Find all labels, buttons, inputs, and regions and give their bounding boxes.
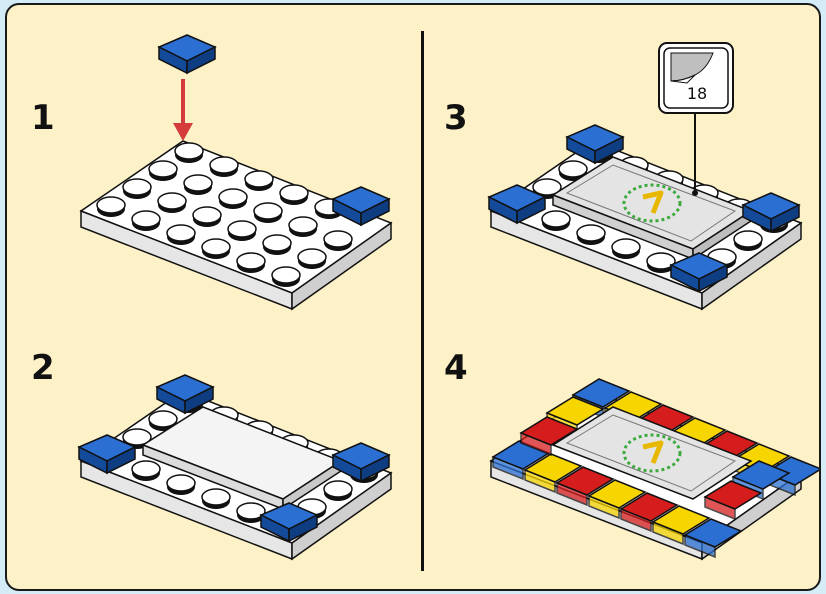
instruction-panel: 1 2 3 4	[5, 3, 821, 591]
stud	[245, 171, 273, 191]
stud	[175, 143, 203, 163]
stud	[149, 161, 177, 181]
stud	[324, 231, 352, 251]
stud	[734, 231, 762, 251]
stud	[132, 211, 160, 231]
stud	[167, 475, 195, 495]
stud	[289, 217, 317, 237]
stud	[280, 185, 308, 205]
stud	[202, 489, 230, 509]
stud	[542, 211, 570, 231]
step1-assembly	[81, 35, 391, 309]
stud	[612, 239, 640, 259]
stud	[577, 225, 605, 245]
stud	[254, 203, 282, 223]
stud	[202, 239, 230, 259]
stud	[210, 157, 238, 177]
stud	[263, 235, 291, 255]
stud	[123, 179, 151, 199]
stud	[298, 249, 326, 269]
stud	[184, 175, 212, 195]
step4-assembly	[491, 379, 821, 559]
stud	[237, 253, 265, 273]
stud	[132, 461, 160, 481]
sticker-callout-label: 18	[687, 84, 707, 103]
step2-assembly	[79, 375, 391, 559]
stud	[219, 189, 247, 209]
step1-arrow	[173, 123, 193, 141]
sticker-callout-box: 18	[659, 43, 733, 113]
stud	[272, 267, 300, 287]
step3-assembly: 18	[489, 43, 801, 309]
stud	[167, 225, 195, 245]
step1-falling-tile	[159, 35, 215, 73]
stud	[193, 207, 221, 227]
stud	[158, 193, 186, 213]
instruction-artwork: 18	[7, 5, 821, 591]
stud	[97, 197, 125, 217]
stud	[228, 221, 256, 241]
stud	[324, 481, 352, 501]
